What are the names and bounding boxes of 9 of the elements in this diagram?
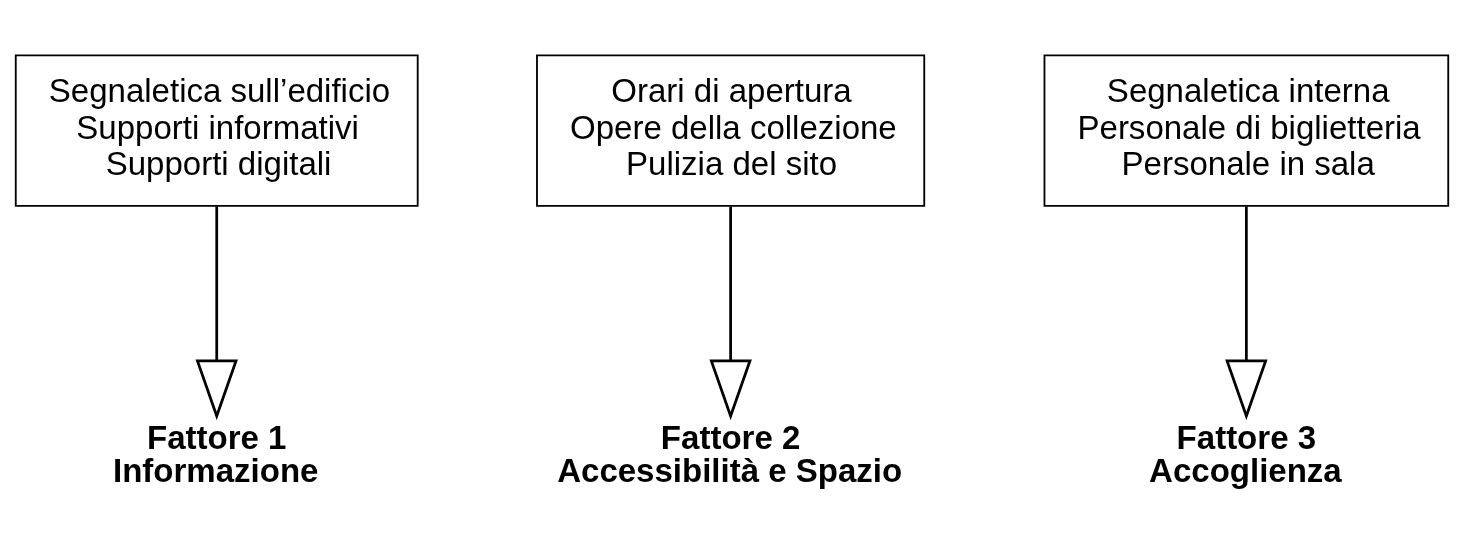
node-box: Segnaletica sull’edificio Supporti informativi Supporti digitali <box>14 54 419 207</box>
node-text: Fattore 1 Informazione <box>113 418 319 489</box>
arrow <box>709 206 752 421</box>
node-text: Fattore 3 Accoglienza <box>1149 418 1342 489</box>
node-box: Segnaletica interna Personale di biglietteria Personale in sala <box>1043 54 1450 207</box>
arrow <box>195 206 238 421</box>
node-box: Orari di apertura Opere della collezione Pulizia del sito <box>536 54 926 207</box>
node-text: Fattore 2 Accessibilità e Spazio <box>557 418 903 489</box>
arrow <box>1225 206 1268 421</box>
